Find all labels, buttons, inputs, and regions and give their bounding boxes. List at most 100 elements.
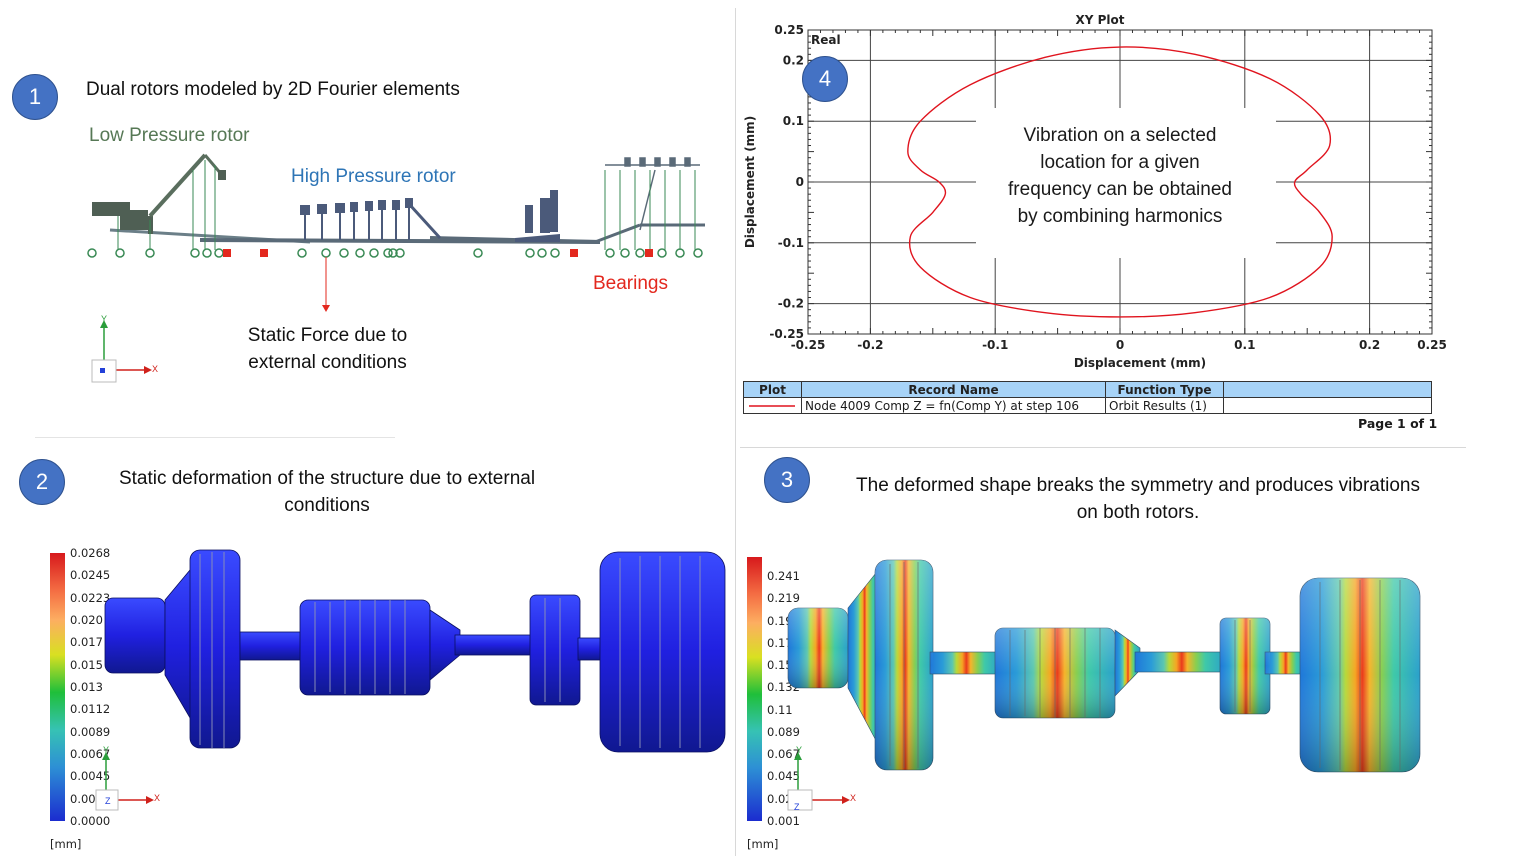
rotor-shafts xyxy=(109,223,705,244)
y-tick-label: -0.1 xyxy=(778,236,804,250)
annotation-line-4: by combining harmonics xyxy=(1017,206,1223,227)
panel2-scale-label: 0.0045 xyxy=(70,769,111,784)
y-tick-label: -0.2 xyxy=(778,297,804,311)
panel3-title: The deformed shape breaks the symmetry a… xyxy=(828,472,1448,526)
panel2-scale-label: 0.0000 xyxy=(70,814,111,828)
annotation-mask xyxy=(976,108,1276,258)
panel3-axis-y-label: Y xyxy=(796,745,803,755)
static-force-label: Static Force due to external conditions xyxy=(240,322,415,376)
legend-header-record: Record Name xyxy=(801,381,1106,398)
panel2-scale-label: 0.020 xyxy=(70,613,103,627)
bearings-label: Bearings xyxy=(593,273,668,294)
x-tick-label: -0.1 xyxy=(982,338,1008,352)
panel3-scale-label: 0.001 xyxy=(767,814,800,828)
panel3-axis-x-label: X xyxy=(850,793,857,803)
page-indicator: Page 1 of 1 xyxy=(1358,416,1438,431)
y-tick-label: 0.2 xyxy=(783,53,804,67)
panel3-title-line1: The deformed shape breaks the symmetry a… xyxy=(856,475,1420,496)
y-tick-label: 0.25 xyxy=(774,23,804,37)
panel2-scale-label: 0.0089 xyxy=(70,724,111,739)
static-deformation-model xyxy=(104,549,726,753)
legend-header-plot: Plot xyxy=(743,381,802,398)
panel2-title-line1: Static deformation of the structure due … xyxy=(118,468,536,489)
panel1-axis-x-label: X xyxy=(152,364,159,374)
static-force-line1: Static Force due to xyxy=(247,325,408,346)
x-tick-label: -0.25 xyxy=(791,338,826,352)
panel2-scale-label: 0.0245 xyxy=(70,568,111,583)
legend-header-function: Function Type xyxy=(1105,381,1224,398)
panel2-title: Static deformation of the structure due … xyxy=(96,465,558,519)
panel1-axis-y-label: Y xyxy=(101,314,108,324)
x-axis-label: Displacement (mm) xyxy=(1074,356,1206,370)
panel2-color-scale xyxy=(50,553,65,821)
panel1-title: Dual rotors modeled by 2D Fourier elemen… xyxy=(86,79,460,100)
horizontal-divider xyxy=(740,447,1466,448)
panel3-scale-label: 0.089 xyxy=(767,724,800,739)
lp-element-lines xyxy=(117,160,216,250)
x-tick-label: 0.1 xyxy=(1234,338,1255,352)
panel3-number-badge: 3 xyxy=(764,457,810,503)
plot-corner-label: Real xyxy=(811,33,841,47)
panel2-scale-label: 0.0067 xyxy=(70,747,111,761)
panel1-number-badge: 1 xyxy=(12,74,58,120)
panel2-axis-y-label: Y xyxy=(103,745,110,755)
panel3-axis-z-label: Z xyxy=(794,802,800,812)
plot-title: XY Plot xyxy=(1075,13,1124,27)
low-pressure-front xyxy=(92,153,226,234)
legend-record-name: Node 4009 Comp Z = fn(Comp Y) at step 10… xyxy=(801,397,1106,414)
y-tick-label: 0 xyxy=(796,175,804,189)
panel3-scale-label: 0.219 xyxy=(767,591,800,606)
panel2-number-badge: 2 xyxy=(19,459,65,505)
high-pressure-compressor xyxy=(300,198,442,240)
rotor-schematic xyxy=(87,153,705,312)
panel3-unit: [mm] xyxy=(747,837,779,851)
static-force-line2: external conditions xyxy=(248,352,407,373)
static-force-arrow xyxy=(322,257,330,312)
legend-header-empty xyxy=(1223,381,1432,398)
support-nodes xyxy=(87,248,703,258)
annotation-line-2: location for a given xyxy=(1040,152,1200,173)
low-pressure-turbine xyxy=(605,157,700,231)
panel2-scale-label: 0.015 xyxy=(70,657,103,672)
vertical-divider xyxy=(735,8,736,856)
left-horizontal-divider xyxy=(35,437,395,438)
panel2-axis-triad: Y X Z xyxy=(92,744,164,814)
orbit-curve xyxy=(907,46,1333,318)
legend-function-type: Orbit Results (1) xyxy=(1105,397,1224,414)
bearing-markers xyxy=(223,249,653,257)
annotation-line-1: Vibration on a selected xyxy=(1023,125,1217,146)
panel2-axis-x-label: X xyxy=(154,793,161,803)
plot-annotation: Vibration on a selected location for a g… xyxy=(980,122,1260,230)
panel2-scale-label: 0.0223 xyxy=(70,590,111,605)
low-pressure-label: Low Pressure rotor xyxy=(89,125,250,146)
high-pressure-turbine xyxy=(515,190,560,242)
panel4-number-badge: 4 xyxy=(802,56,848,102)
dynamic-deformation-model xyxy=(787,559,1421,773)
legend-empty-cell xyxy=(1223,397,1432,414)
panel3-scale-label: 0.067 xyxy=(767,747,800,762)
plot-legend-table: Plot Record Name Function Type Node 4009… xyxy=(743,381,1432,414)
y-axis-label: Displacement (mm) xyxy=(743,116,757,248)
panel3-scale-label: 0.11 xyxy=(767,702,793,717)
panel2-axis-z-label: Z xyxy=(105,796,111,806)
x-tick-label: 0.25 xyxy=(1417,338,1447,352)
x-tick-label: -0.2 xyxy=(857,338,883,352)
panel2-title-line2: conditions xyxy=(284,495,370,516)
y-tick-label: -0.25 xyxy=(769,327,804,341)
x-tick-label: 0.2 xyxy=(1359,338,1380,352)
panel3-scale-label: 0.045 xyxy=(767,769,800,784)
panel2-scale-label: 0.0112 xyxy=(70,702,111,717)
panel1-axis-triad: Y X xyxy=(88,314,168,384)
panel3-axis-triad: Y X Z xyxy=(782,744,862,814)
panel3-color-scale xyxy=(747,557,762,821)
legend-swatch xyxy=(743,397,802,414)
high-pressure-label: High Pressure rotor xyxy=(291,166,456,187)
lpt-element-lines xyxy=(604,170,696,250)
annotation-line-3: frequency can be obtained xyxy=(1008,179,1232,200)
panel2-scale-label: 0.013 xyxy=(70,680,103,694)
x-tick-label: 0 xyxy=(1116,338,1124,352)
panel3-scale-label: 0.241 xyxy=(767,569,800,583)
panel2-unit: [mm] xyxy=(50,837,82,851)
panel3-title-line2: on both rotors. xyxy=(1076,502,1200,523)
